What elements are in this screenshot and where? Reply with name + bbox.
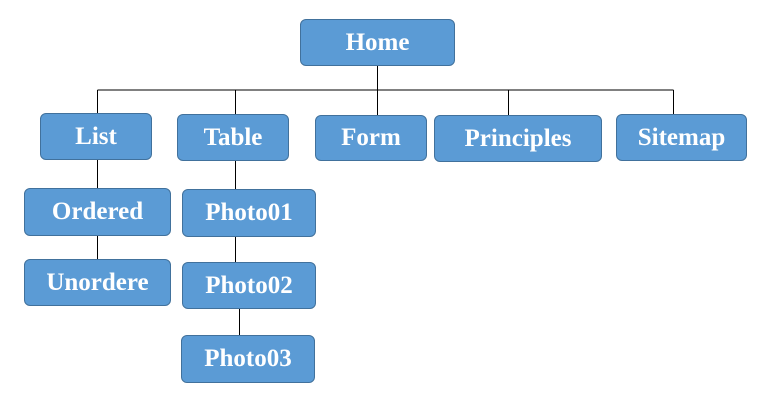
- node-sitemap[interactable]: Sitemap: [616, 114, 747, 161]
- node-list[interactable]: List: [40, 113, 152, 160]
- node-table[interactable]: Table: [177, 114, 289, 161]
- node-photo03[interactable]: Photo03: [181, 335, 315, 383]
- node-form[interactable]: Form: [315, 115, 427, 161]
- node-photo01[interactable]: Photo01: [182, 189, 316, 237]
- node-photo02[interactable]: Photo02: [182, 262, 316, 309]
- node-unordered[interactable]: Unordere: [24, 259, 171, 306]
- node-home[interactable]: Home: [300, 19, 455, 66]
- node-ordered[interactable]: Ordered: [24, 188, 171, 236]
- node-principles[interactable]: Principles: [434, 115, 602, 162]
